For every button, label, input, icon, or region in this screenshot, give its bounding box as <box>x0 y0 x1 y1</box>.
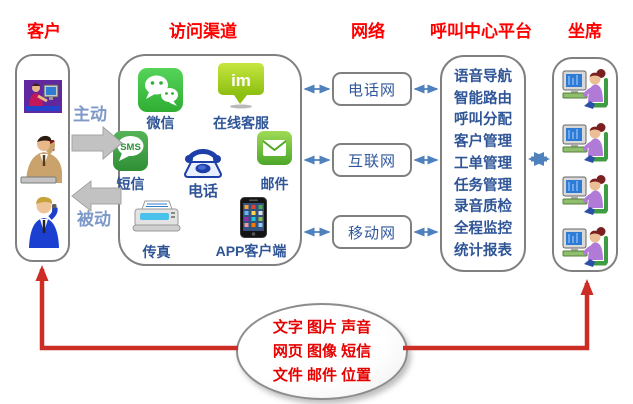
header-platform: 呼叫中心平台 <box>430 22 532 41</box>
passive-flow-label: 被动 <box>77 210 111 229</box>
platform-feature: 统计报表 <box>454 242 512 259</box>
platform-feature: 语音导航 <box>454 69 512 85</box>
platform-feature: 全程监控 <box>454 220 512 237</box>
header-customer: 客户 <box>27 22 61 41</box>
media-to-agents-arrow <box>403 279 594 351</box>
wechat-icon <box>138 68 183 112</box>
im-icon-text: im <box>231 71 251 90</box>
active-flow-label: 主动 <box>73 105 107 124</box>
online-service-icon: im <box>218 63 264 109</box>
sms-icon-text: SMS <box>120 142 141 153</box>
email-label: 邮件 <box>260 176 289 192</box>
customer-at-computer-image <box>24 80 62 113</box>
network-node-internet: 互联网 <box>332 143 412 177</box>
media-to-customer-arrow <box>35 265 238 351</box>
header-network: 网络 <box>351 22 385 41</box>
email-icon <box>257 131 292 165</box>
platform-feature: 录音质检 <box>454 199 512 216</box>
platform-feature: 工单管理 <box>454 155 512 172</box>
agent-image <box>562 120 608 166</box>
fax-label: 传真 <box>142 244 171 260</box>
fax-icon <box>132 200 181 232</box>
agent-image <box>562 172 608 218</box>
app-client-icon <box>240 197 267 238</box>
online-service-label: 在线客服 <box>213 115 269 131</box>
network-node-mobile: 移动网 <box>332 215 412 249</box>
agent-image <box>562 224 608 270</box>
app-client-label: APP客户端 <box>215 243 287 259</box>
media-types-bubble: 文字 图片 声音 网页 图像 短信 文件 邮件 位置 <box>236 303 408 400</box>
platform-feature: 呼叫分配 <box>454 112 512 129</box>
wechat-label: 微信 <box>146 115 175 131</box>
media-line-2: 网页 图像 短信 <box>272 342 372 360</box>
network-node-telephone: 电话网 <box>332 72 412 106</box>
telephone-label: 电话 <box>187 183 218 200</box>
sms-icon: SMS <box>113 131 148 171</box>
sms-label: 短信 <box>116 176 145 192</box>
header-channels: 访问渠道 <box>169 22 237 41</box>
platform-feature: 任务管理 <box>454 177 512 194</box>
platform-panel: 语音导航 智能路由 呼叫分配 客户管理 工单管理 任务管理 录音质检 全程监控 … <box>440 55 526 272</box>
customer-on-phone-image <box>20 135 62 184</box>
agent-image <box>562 66 608 112</box>
telephone-icon <box>183 149 223 178</box>
media-line-3: 文件 邮件 位置 <box>272 366 372 384</box>
header-agents: 坐席 <box>568 22 602 41</box>
customer-businessman-image <box>29 196 59 248</box>
platform-feature: 智能路由 <box>454 90 512 107</box>
platform-feature: 客户管理 <box>454 134 512 151</box>
media-line-1: 文字 图片 声音 <box>272 318 372 336</box>
